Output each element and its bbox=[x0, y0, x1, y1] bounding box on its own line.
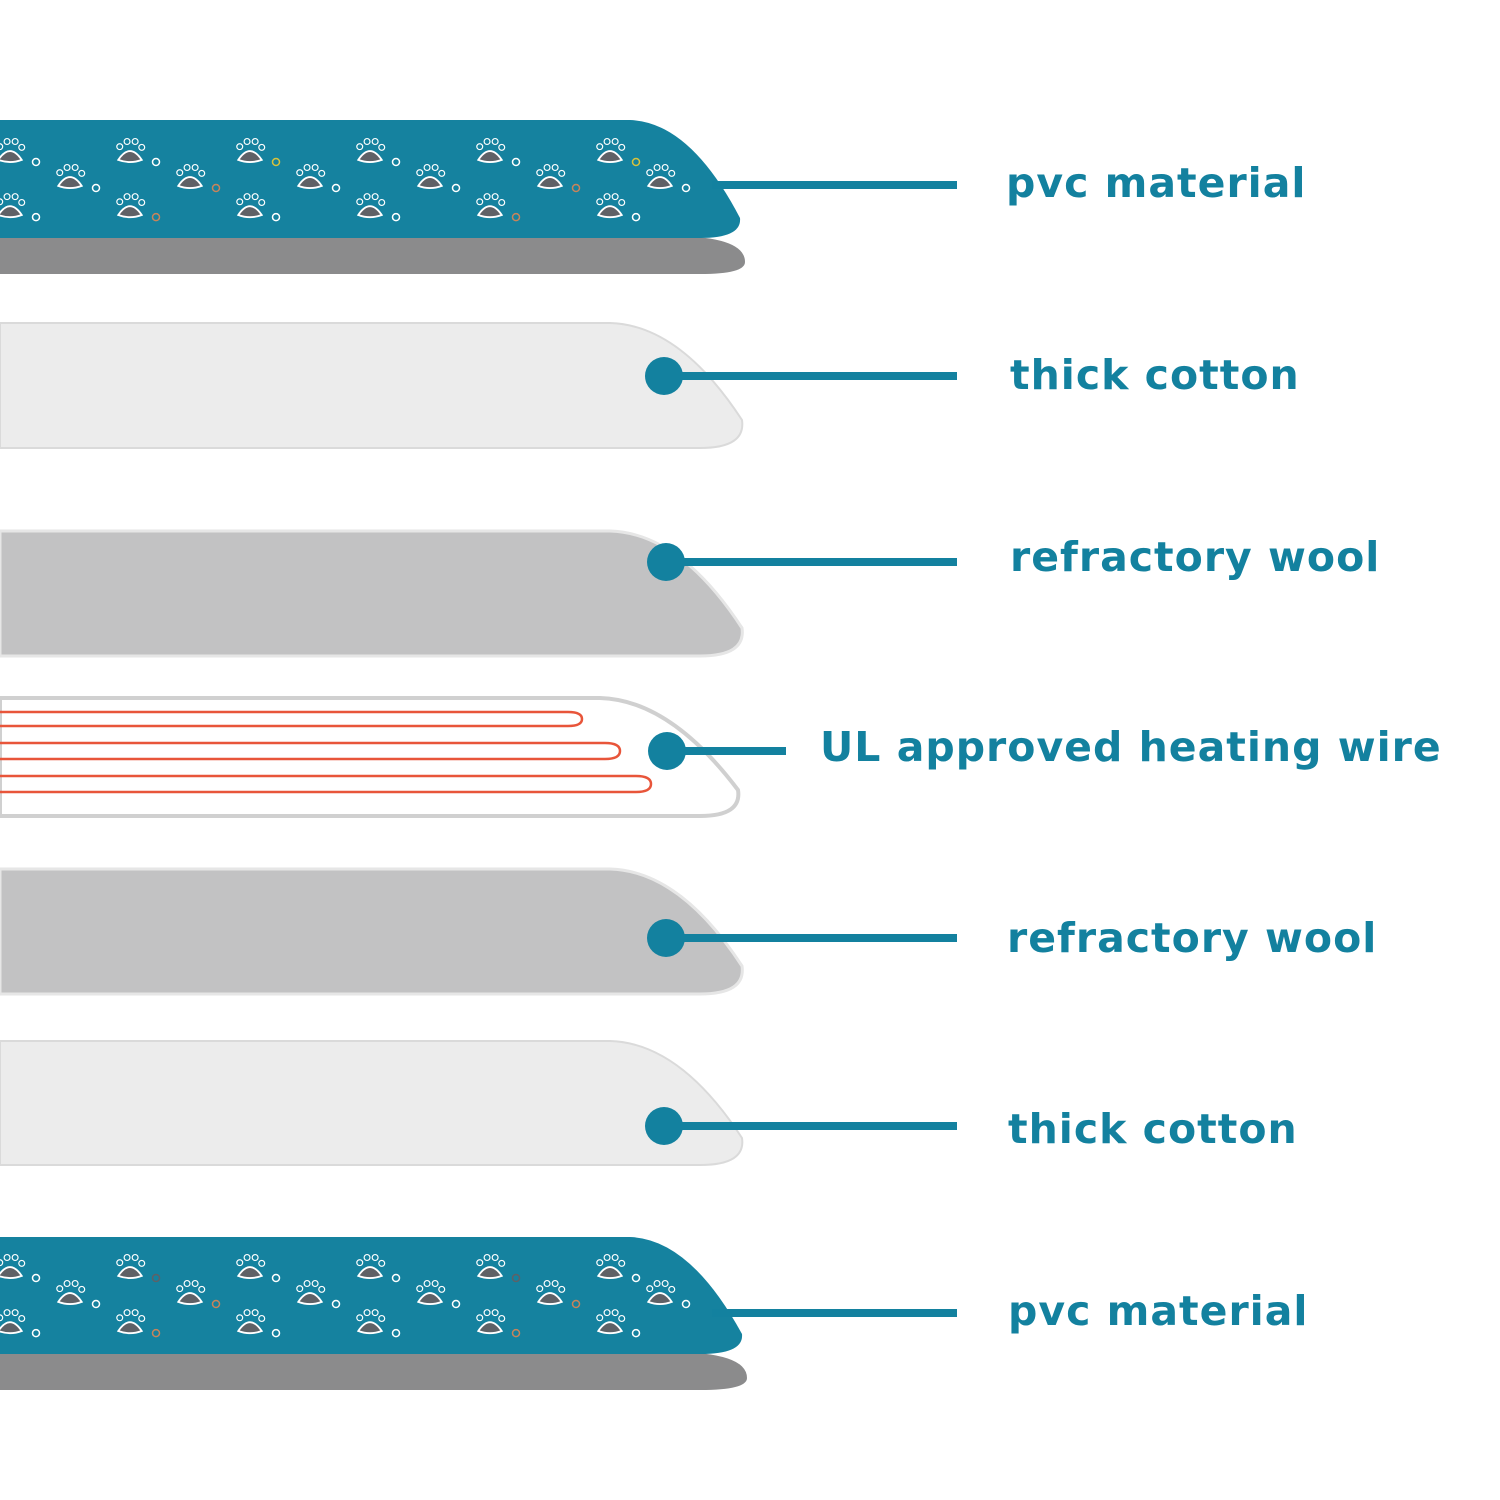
swirl-dot bbox=[211, 183, 221, 193]
label-wool-top: refractory wool bbox=[1010, 533, 1381, 581]
heating-wire-line bbox=[0, 710, 584, 728]
swirl-dot bbox=[31, 1273, 41, 1283]
swirl-dot bbox=[271, 1273, 281, 1283]
swirl-dot bbox=[271, 1328, 281, 1338]
swirl-dot bbox=[151, 212, 161, 222]
swirl-dot bbox=[571, 183, 581, 193]
label-heating-wire: UL approved heating wire bbox=[820, 723, 1442, 771]
wool-surface bbox=[0, 867, 744, 996]
swirl-dot bbox=[31, 212, 41, 222]
wool-surface bbox=[0, 529, 744, 658]
swirl-dot bbox=[631, 157, 641, 167]
swirl-dot bbox=[91, 1299, 101, 1309]
pvc-surface bbox=[0, 1237, 743, 1354]
layer-pvc-top bbox=[0, 120, 745, 274]
layer-cotton-bottom bbox=[0, 1040, 744, 1166]
label-wool-bottom: refractory wool bbox=[1007, 914, 1378, 962]
swirl-dot bbox=[331, 183, 341, 193]
swirl-dot bbox=[571, 1299, 581, 1309]
swirl-dot bbox=[211, 1299, 221, 1309]
swirl-dot bbox=[451, 1299, 461, 1309]
swirl-dot bbox=[391, 1328, 401, 1338]
layer-pvc-bottom bbox=[0, 1237, 747, 1390]
label-pvc-bottom: pvc material bbox=[1008, 1287, 1309, 1335]
swirl-dot bbox=[511, 157, 521, 167]
swirl-dot bbox=[391, 212, 401, 222]
layer-cotton-top bbox=[0, 322, 744, 449]
cotton-surface bbox=[0, 322, 744, 449]
layer-wool-bottom bbox=[0, 867, 744, 996]
label-cotton-top: thick cotton bbox=[1010, 351, 1300, 399]
pvc-surface bbox=[0, 120, 741, 238]
swirl-dot bbox=[331, 1299, 341, 1309]
swirl-dot bbox=[511, 1328, 521, 1338]
swirl-dot bbox=[511, 1273, 521, 1283]
layer-heating-wire bbox=[0, 696, 741, 818]
paw-pattern bbox=[0, 1253, 691, 1338]
swirl-dot bbox=[31, 157, 41, 167]
swirl-dot bbox=[631, 1328, 641, 1338]
label-cotton-bottom: thick cotton bbox=[1008, 1105, 1298, 1153]
wire-layer-surface bbox=[0, 696, 741, 818]
swirl-dot bbox=[151, 1328, 161, 1338]
swirl-dot bbox=[391, 157, 401, 167]
swirl-dot bbox=[681, 183, 691, 193]
swirl-dot bbox=[31, 1328, 41, 1338]
swirl-dot bbox=[511, 212, 521, 222]
layer-wool-top bbox=[0, 529, 744, 658]
pvc-edge bbox=[0, 236, 745, 274]
cotton-surface bbox=[0, 1040, 744, 1166]
swirl-dot bbox=[451, 183, 461, 193]
pvc-edge bbox=[0, 1352, 747, 1390]
swirl-dot bbox=[271, 212, 281, 222]
label-pvc-top: pvc material bbox=[1006, 159, 1307, 207]
swirl-dot bbox=[631, 1273, 641, 1283]
heating-wire-line bbox=[0, 741, 622, 761]
paw-pattern bbox=[0, 137, 691, 222]
swirl-dot bbox=[151, 1273, 161, 1283]
leader-lines bbox=[645, 181, 957, 1317]
swirl-dot bbox=[91, 183, 101, 193]
swirl-dot bbox=[391, 1273, 401, 1283]
swirl-dot bbox=[681, 1299, 691, 1309]
swirl-dot bbox=[271, 157, 281, 167]
swirl-dot bbox=[631, 212, 641, 222]
heating-wire-line bbox=[0, 774, 653, 794]
swirl-dot bbox=[151, 157, 161, 167]
